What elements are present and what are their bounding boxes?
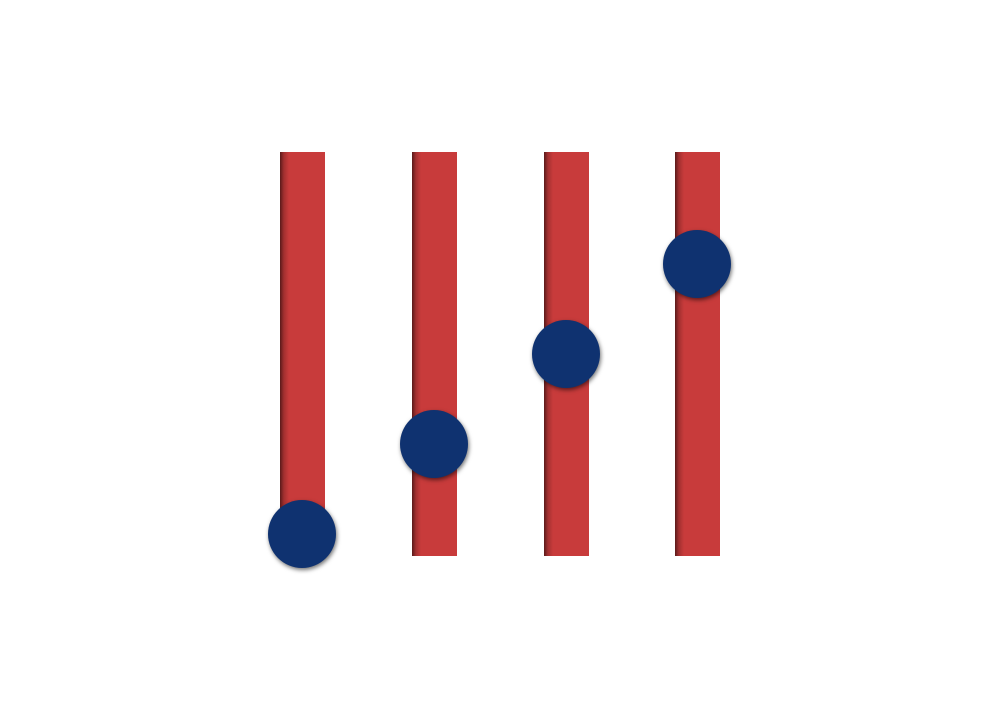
slider-handle-2[interactable] — [400, 410, 468, 478]
slider-track-1[interactable] — [280, 152, 325, 556]
slider-handle-4[interactable] — [663, 230, 731, 298]
slider-track-4[interactable] — [675, 152, 720, 556]
slider-track-2[interactable] — [412, 152, 457, 556]
slider-handle-3[interactable] — [532, 320, 600, 388]
slider-handle-1[interactable] — [268, 500, 336, 568]
